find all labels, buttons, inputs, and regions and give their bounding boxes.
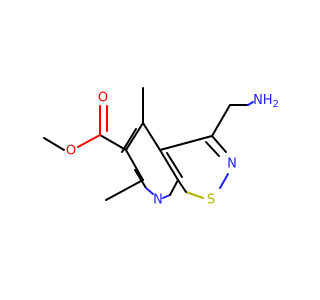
bond-c7a-n-dark	[169, 179, 179, 196]
amine-label: NH2	[253, 93, 279, 111]
bond-c6-c7	[125, 149, 144, 181]
molecule-diagram: NH2 N S N O O	[43, 87, 279, 208]
bond-n-amine	[247, 101, 254, 106]
hetero-bonds	[77, 101, 254, 199]
ester-o-label: O	[66, 144, 76, 159]
bond-c3-n-double	[211, 135, 227, 153]
bond-c4a-c7a	[159, 149, 179, 181]
bond-c7-methyl	[105, 179, 144, 201]
bond-c4-c5	[142, 122, 161, 151]
pyridine-n-label: N	[153, 193, 163, 208]
atom-labels: NH2 N S N O O	[66, 91, 279, 208]
bond-n-c7a	[162, 194, 171, 199]
carbonyl-o-label: O	[98, 91, 108, 106]
bond-c3-ch2	[211, 104, 231, 137]
sulfur-label: S	[207, 193, 215, 208]
bond-n-to-s	[219, 173, 229, 189]
bond-s-c7a	[185, 191, 204, 199]
bond-c4a-c7a-double	[166, 152, 183, 178]
bond-c7a-s-dark	[177, 179, 187, 193]
bond-c6-ester-c	[99, 134, 127, 151]
bond-n-c7	[145, 187, 154, 195]
structure-svg: NH2 N S N O O	[43, 87, 279, 208]
bond-ester-o	[77, 134, 101, 148]
bond-c5-c6	[125, 122, 144, 151]
bond-c3-n-double-inner	[205, 141, 220, 157]
bonds	[43, 87, 249, 201]
bond-ester-o-methyl	[43, 137, 65, 151]
isothiazole-n-label: N	[227, 157, 237, 172]
bond-c4a-c3	[159, 135, 213, 151]
bond-c7-n-double	[134, 169, 147, 189]
